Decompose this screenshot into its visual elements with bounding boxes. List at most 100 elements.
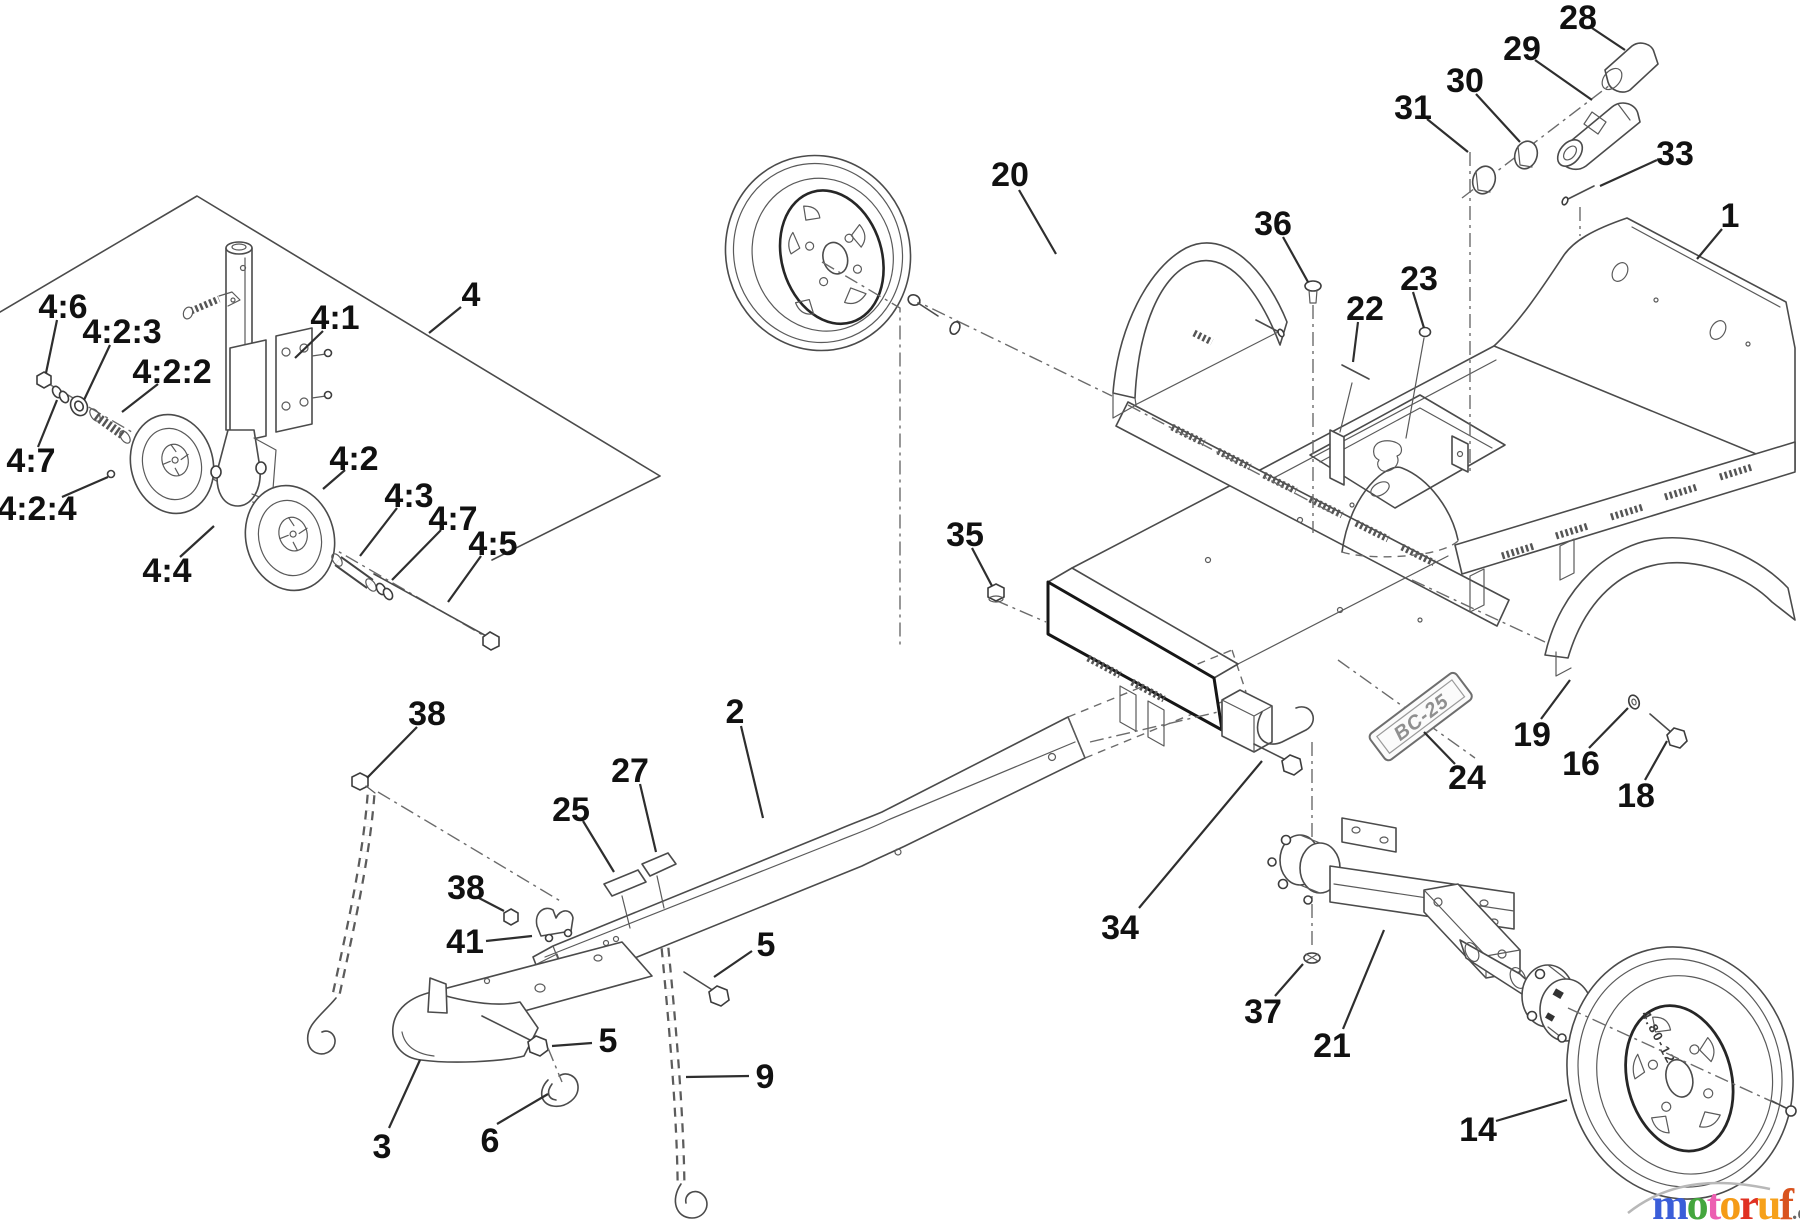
- hinge-pin-29: [1556, 102, 1641, 170]
- callout-4:2:4: 4:2:4: [0, 490, 77, 528]
- leader-line-4:1: [294, 330, 324, 359]
- callout-23: 23: [1400, 260, 1438, 298]
- leader-line-4:7: [36, 399, 59, 448]
- leader-line-36: [1282, 236, 1309, 283]
- wheel-tire-rear-14: 4.80-12: [1566, 946, 1797, 1200]
- leader-line-27: [638, 783, 658, 853]
- leader-line-22: [1351, 321, 1360, 363]
- callout-14: 14: [1459, 1111, 1497, 1149]
- leader-line-4: [428, 306, 462, 334]
- leader-line-4:2:3: [83, 344, 111, 401]
- plate-27: [641, 852, 677, 909]
- leader-line-4:5: [447, 555, 482, 603]
- leader-line-25: [582, 820, 615, 873]
- callout-9: 9: [756, 1058, 775, 1096]
- callout-25: 25: [552, 791, 590, 829]
- callout-18: 18: [1617, 777, 1655, 815]
- leader-line-38: [476, 896, 505, 912]
- hardware-small-parts: [907, 42, 1688, 964]
- leader-line-4:3: [359, 507, 398, 557]
- frame-rear-rail: [1454, 441, 1796, 575]
- callout-31: 31: [1394, 89, 1432, 127]
- nut-38-lower: [503, 908, 519, 926]
- leader-line-4:4: [179, 525, 215, 558]
- leader-line-30: [1475, 93, 1521, 143]
- callout-4:2: 4:2: [329, 440, 378, 478]
- ring-30: [1513, 140, 1539, 170]
- callout-34: 34: [1101, 909, 1139, 947]
- washer-4-7-right2: [382, 587, 394, 601]
- callout-2: 2: [726, 693, 745, 731]
- callout-4:7: 4:7: [428, 500, 477, 538]
- callout-21: 21: [1313, 1027, 1351, 1065]
- leader-line-37: [1274, 963, 1304, 997]
- nut-37: [1303, 952, 1321, 964]
- drawbar-tube: [532, 716, 1086, 997]
- callout-4:5: 4:5: [468, 525, 517, 563]
- callout-38: 38: [447, 869, 485, 907]
- leader-line-4:2:2: [121, 383, 159, 413]
- callout-4:4: 4:4: [142, 552, 191, 590]
- callout-33: 33: [1656, 135, 1694, 173]
- mount-plate-4-1: [229, 327, 333, 445]
- leader-line-29: [1534, 59, 1593, 101]
- leader-line-21: [1341, 929, 1386, 1030]
- callout-5: 5: [599, 1022, 618, 1060]
- washer-front: [949, 321, 961, 335]
- callout-6: 6: [481, 1122, 500, 1160]
- frame-wheel-well: [1341, 466, 1459, 558]
- splined-roller-4-2-2: [89, 408, 131, 444]
- jockey-wheel-left: [129, 413, 215, 515]
- leader-line-28: [1591, 27, 1626, 51]
- callout-4:3: 4:3: [384, 477, 433, 515]
- leader-line-14: [1495, 1098, 1568, 1123]
- callout-41: 41: [446, 923, 484, 961]
- detail-boundary-wedge: [0, 195, 661, 561]
- fender-pin: [1255, 319, 1285, 338]
- callout-35: 35: [946, 516, 984, 554]
- pin-33: [1561, 185, 1595, 206]
- leader-line-4:2: [322, 469, 346, 490]
- callout-4:6: 4:6: [38, 288, 87, 326]
- leader-line-34: [1138, 760, 1263, 909]
- callout-30: 30: [1446, 62, 1484, 100]
- callout-4: 4: [462, 276, 481, 314]
- leader-line-5: [551, 1041, 593, 1048]
- leader-line-31: [1426, 118, 1469, 153]
- hitch-receiver: [1221, 689, 1314, 753]
- watermark-logo: motoruf.de: [1652, 1180, 1800, 1224]
- leader-line-19: [1540, 679, 1571, 720]
- bolt-5-coupler: [481, 1015, 549, 1057]
- callout-28: 28: [1559, 0, 1597, 37]
- leader-line-1: [1696, 228, 1723, 260]
- fender-left-20: [1112, 242, 1288, 419]
- leader-line-4:2:4: [61, 475, 109, 499]
- leader-line-24: [1423, 731, 1456, 765]
- callout-22: 22: [1346, 290, 1384, 328]
- hinge-pin-cap-28: [1601, 42, 1659, 93]
- callout-3: 3: [373, 1128, 392, 1166]
- main-frame: [1046, 217, 1796, 776]
- nut-4-6: [36, 371, 52, 389]
- watermark-swoosh: [1627, 1181, 1771, 1214]
- grease-fitting-4-2-4: [106, 469, 116, 479]
- callout-16: 16: [1562, 745, 1600, 783]
- plate-25: [603, 869, 647, 929]
- axle-rod-4-5: [373, 573, 500, 651]
- axle-assembly-21: [1267, 817, 1614, 1043]
- pin-22: [1339, 364, 1370, 433]
- decal-bc25: BC-25: [1368, 671, 1473, 762]
- safety-chain-left: [306, 794, 376, 1055]
- clip-6: [540, 1073, 579, 1108]
- leader-line-6: [496, 1093, 549, 1125]
- washer-4-7-left2: [58, 390, 70, 404]
- bearing-4-2-3: [69, 395, 89, 417]
- screw-23: [1405, 326, 1432, 439]
- callout-20: 20: [991, 156, 1029, 194]
- clamp-41: [535, 907, 574, 943]
- safety-chain-right: [660, 947, 708, 1219]
- callout-1: 1: [1721, 197, 1740, 235]
- bolt-38-chain: [351, 772, 376, 794]
